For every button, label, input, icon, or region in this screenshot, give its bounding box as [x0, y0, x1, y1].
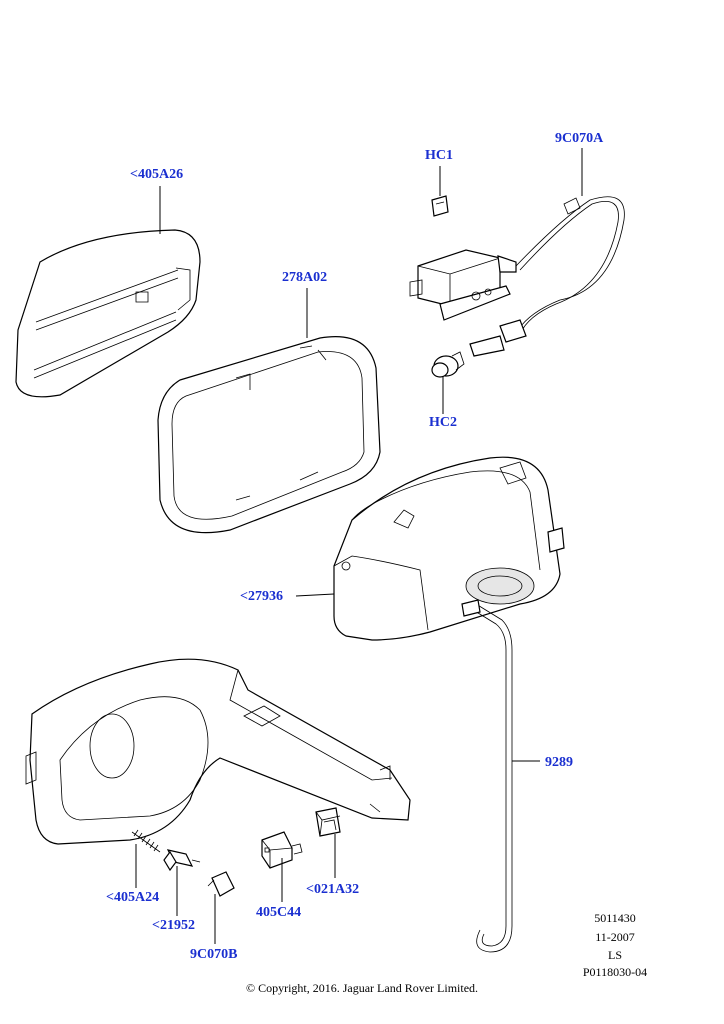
reference-code: LS: [607, 948, 622, 962]
mounting-bracket: [25, 658, 411, 845]
callout-405a26[interactable]: <405A26: [130, 167, 184, 182]
copyright-notice: © Copyright, 2016. Jaguar Land Rover Lim…: [245, 981, 479, 995]
illustration-number: P0118030-04: [582, 965, 648, 979]
drain-tube: [461, 599, 513, 953]
reference-number: 5011430: [594, 911, 636, 925]
callout-21952[interactable]: <21952: [152, 918, 195, 933]
release-cable: [469, 196, 625, 357]
callout-9c070b[interactable]: 9C070B: [190, 947, 238, 962]
fuel-door-panel: [15, 229, 201, 398]
spring: [131, 829, 161, 853]
pin: [163, 849, 201, 872]
clip-hc1: [431, 195, 449, 217]
callout-405a24[interactable]: <405A24: [106, 890, 160, 905]
callout-9c070a[interactable]: 9C070A: [555, 131, 604, 146]
callout-9289[interactable]: 9289: [545, 755, 573, 770]
leader-lines: [135, 148, 583, 944]
reference-date: 11-2007: [595, 930, 635, 944]
callout-405c44[interactable]: 405C44: [256, 905, 302, 920]
grommet: [315, 807, 341, 837]
connector: [261, 831, 303, 869]
callout-278a02[interactable]: 278A02: [282, 270, 328, 285]
callout-27936[interactable]: <27936: [240, 589, 283, 604]
door-seal: [157, 336, 381, 534]
callout-hc2[interactable]: HC2: [429, 415, 457, 430]
clip-9c070b: [207, 871, 235, 897]
filler-housing: [333, 456, 565, 641]
latch-actuator: [409, 249, 517, 321]
callout-hc1[interactable]: HC1: [425, 148, 453, 163]
clip-hc2: [431, 351, 465, 378]
callout-021a32[interactable]: <021A32: [306, 882, 360, 897]
